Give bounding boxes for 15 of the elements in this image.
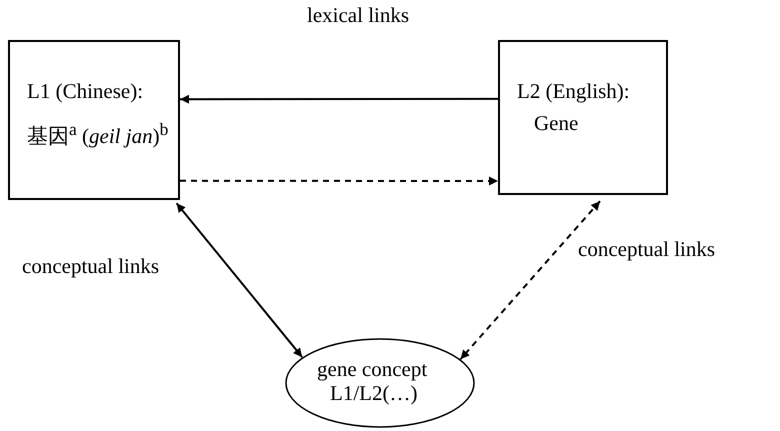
edge-label: lexical links: [307, 4, 410, 28]
node-text: Gene: [534, 112, 578, 136]
node-heading: L2 (English):: [517, 80, 630, 104]
arrow: [180, 176, 498, 186]
process-box: [8, 40, 180, 200]
edge-label: conceptual links: [578, 238, 716, 262]
arrow: [180, 94, 498, 104]
edge-label: conceptual links: [22, 255, 160, 278]
node-text: gene concept: [317, 358, 428, 382]
node-text: 基因$^{a}$ (geil jan)$^{b}$: [27, 120, 168, 148]
arrow: [460, 200, 601, 360]
node-heading: L1 (Chinese):: [27, 80, 144, 104]
arrow: [176, 202, 303, 358]
process-box: [498, 40, 668, 195]
node-text: L1/L2(…): [330, 382, 418, 406]
